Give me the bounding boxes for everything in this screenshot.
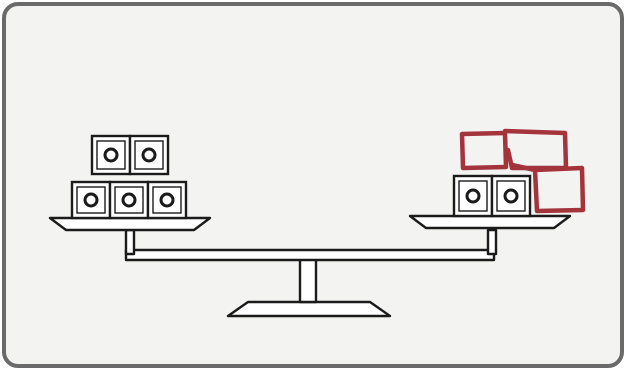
- left-support: [126, 230, 134, 254]
- left-pan: [50, 218, 210, 230]
- block: [130, 136, 168, 174]
- scale-base: [228, 302, 390, 316]
- right-support: [488, 230, 496, 254]
- block-face: [454, 176, 492, 216]
- right-pan: [410, 216, 570, 228]
- scale-beam: [126, 250, 494, 260]
- block: [72, 182, 110, 218]
- block: [92, 136, 130, 174]
- block: [492, 176, 530, 216]
- block: [454, 176, 492, 216]
- scale-post: [300, 258, 316, 302]
- block: [148, 182, 186, 218]
- block: [110, 182, 148, 218]
- block-face: [492, 176, 530, 216]
- right-pan-blocks: [454, 176, 530, 216]
